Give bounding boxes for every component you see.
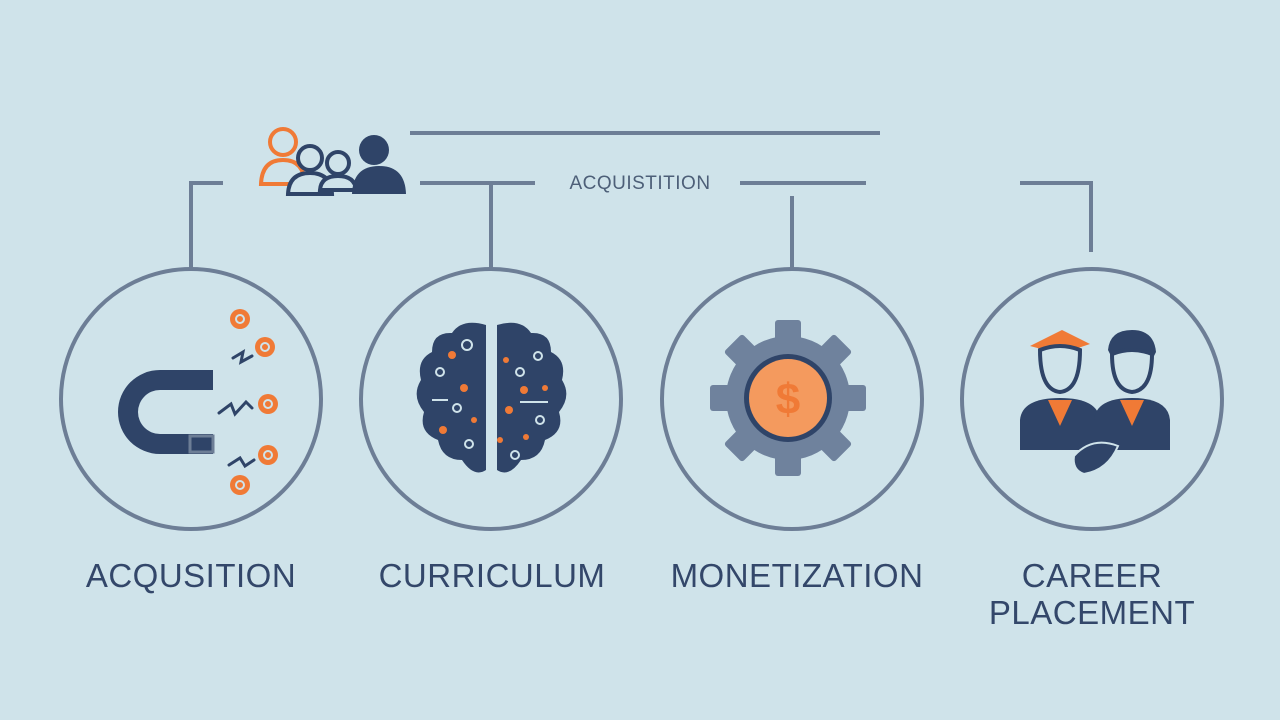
connector-career	[1020, 181, 1093, 252]
circle-monetization	[660, 267, 924, 531]
stage-label-monetization: MONETIZATION	[670, 557, 924, 594]
circle-acquisition	[59, 267, 323, 531]
connector-lines	[189, 131, 1093, 268]
circle-curriculum	[359, 267, 623, 531]
stage-label-career-line2: PLACEMENT	[988, 594, 1196, 631]
magnet-icon	[118, 309, 278, 495]
connector-acquisition	[189, 181, 223, 268]
stage-label-career-line1: CAREER	[1021, 557, 1163, 594]
handshake-graduates-icon	[1020, 330, 1170, 476]
circle-career	[960, 267, 1224, 531]
stage-label-curriculum: CURRICULUM	[378, 557, 606, 594]
gear-dollar-icon: $	[710, 320, 866, 476]
stage-circles	[59, 267, 1224, 531]
svg-text:$: $	[776, 375, 800, 424]
stage-label-acquisition: ACQUSITION	[85, 557, 297, 594]
brain-icon	[416, 322, 567, 473]
header-label: ACQUISTITION	[569, 173, 711, 194]
people-group-icon	[258, 127, 406, 196]
